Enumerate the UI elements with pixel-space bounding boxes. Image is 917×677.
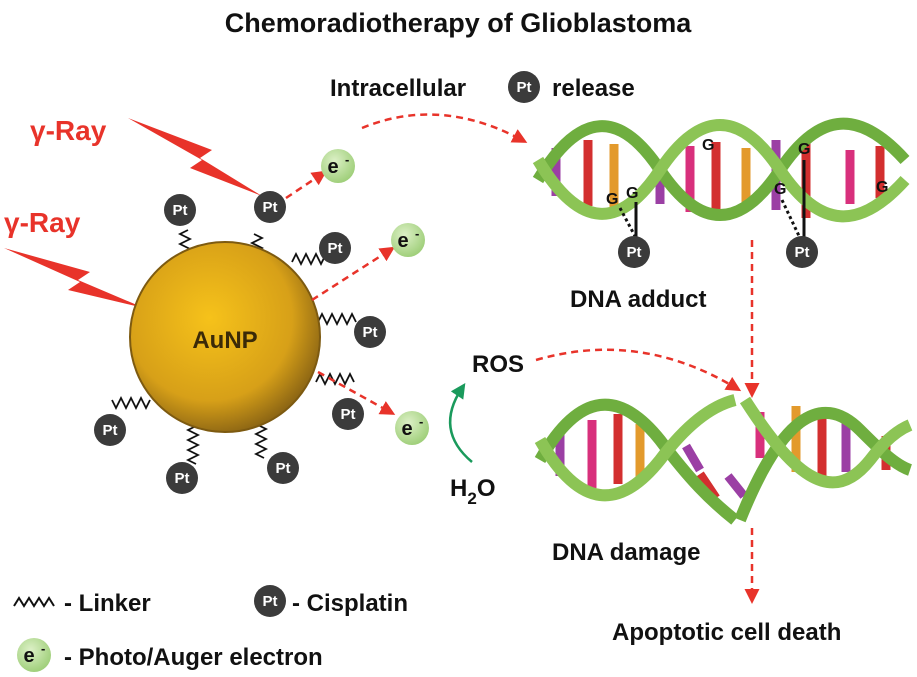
dna-helix-adduct: G G G G G G (532, 117, 910, 239)
ros-label: ROS (472, 351, 524, 378)
release-arrow (361, 113, 528, 143)
electron-icon: e - (321, 149, 355, 183)
guanine-label: G (876, 179, 888, 196)
svg-text:e: e (401, 418, 412, 440)
dna-damage-label: DNA damage (552, 539, 700, 566)
svg-text:-: - (419, 414, 423, 429)
release-label-suffix: release (552, 75, 635, 102)
water-to-ros-arrow (448, 383, 473, 463)
svg-text:Pt: Pt (276, 460, 291, 477)
cisplatin-icon: Pt (94, 414, 126, 446)
svg-text:-: - (415, 226, 419, 241)
svg-text:Pt: Pt (517, 79, 532, 96)
cisplatin-group: Pt Pt Pt Pt Pt Pt Pt Pt (94, 191, 386, 494)
cisplatin-icon: Pt (267, 452, 299, 484)
cisplatin-icon: Pt (618, 236, 650, 268)
cisplatin-icon: Pt (332, 398, 364, 430)
svg-text:e: e (23, 645, 34, 667)
svg-text:Pt: Pt (627, 244, 642, 261)
gamma-ray-label-upper: γ-Ray (30, 115, 107, 146)
guanine-label: G (702, 137, 714, 154)
ros-arrow (535, 348, 742, 392)
legend-cisplatin-label: - Cisplatin (292, 590, 408, 617)
cisplatin-icon: Pt (164, 194, 196, 226)
release-label-prefix: Intracellular (330, 75, 466, 102)
legend-electron-label: - Photo/Auger electron (64, 644, 323, 671)
cisplatin-icon: Pt (354, 316, 386, 348)
cisplatin-icon: Pt (254, 585, 286, 617)
linker (185, 425, 201, 465)
electron-arrows (285, 170, 396, 415)
electron-icon: e - (17, 638, 51, 672)
svg-text:-: - (345, 152, 349, 167)
electron-icon: e - (395, 411, 429, 445)
linker (111, 395, 151, 411)
cisplatin-icon: Pt (508, 71, 540, 103)
svg-text:-: - (41, 641, 45, 656)
cisplatin-icon: Pt (786, 236, 818, 268)
svg-text:Pt: Pt (341, 406, 356, 423)
svg-text:e: e (327, 156, 338, 178)
gamma-ray-bolt-lower (4, 248, 144, 308)
water-label: H2O (450, 475, 495, 508)
svg-text:e: e (397, 230, 408, 252)
svg-text:Pt: Pt (263, 593, 278, 610)
nanoparticle-label: AuNP (192, 327, 257, 354)
svg-text:Pt: Pt (103, 422, 118, 439)
linker-icon (13, 596, 55, 608)
svg-text:Pt: Pt (795, 244, 810, 261)
cell-death-label: Apoptotic cell death (612, 619, 841, 646)
svg-text:Pt: Pt (173, 202, 188, 219)
svg-text:Pt: Pt (175, 470, 190, 487)
cisplatin-icon: Pt (254, 191, 286, 223)
gamma-ray-bolt-upper (128, 118, 262, 196)
legend: - Linker Pt - Cisplatin e - - Photo/Auge… (13, 585, 408, 672)
svg-text:Pt: Pt (328, 240, 343, 257)
dna-helix-damaged (534, 394, 913, 525)
guanine-label: G (626, 185, 638, 202)
svg-text:Pt: Pt (263, 199, 278, 216)
gamma-ray-label-lower: γ-Ray (4, 207, 81, 238)
linker (317, 311, 357, 327)
page-title: Chemoradiotherapy of Glioblastoma (225, 8, 693, 38)
cisplatin-icon: Pt (166, 462, 198, 494)
cisplatin-icon: Pt (319, 232, 351, 264)
gold-nanoparticle (129, 241, 321, 433)
guanine-label: G (606, 191, 618, 208)
legend-linker-label: - Linker (64, 590, 151, 617)
electron-icon: e - (391, 223, 425, 257)
guanine-label: G (774, 181, 786, 198)
guanine-label: G (798, 141, 810, 158)
dna-adduct-label: DNA adduct (570, 286, 706, 313)
linker (315, 371, 355, 387)
svg-text:Pt: Pt (363, 324, 378, 341)
